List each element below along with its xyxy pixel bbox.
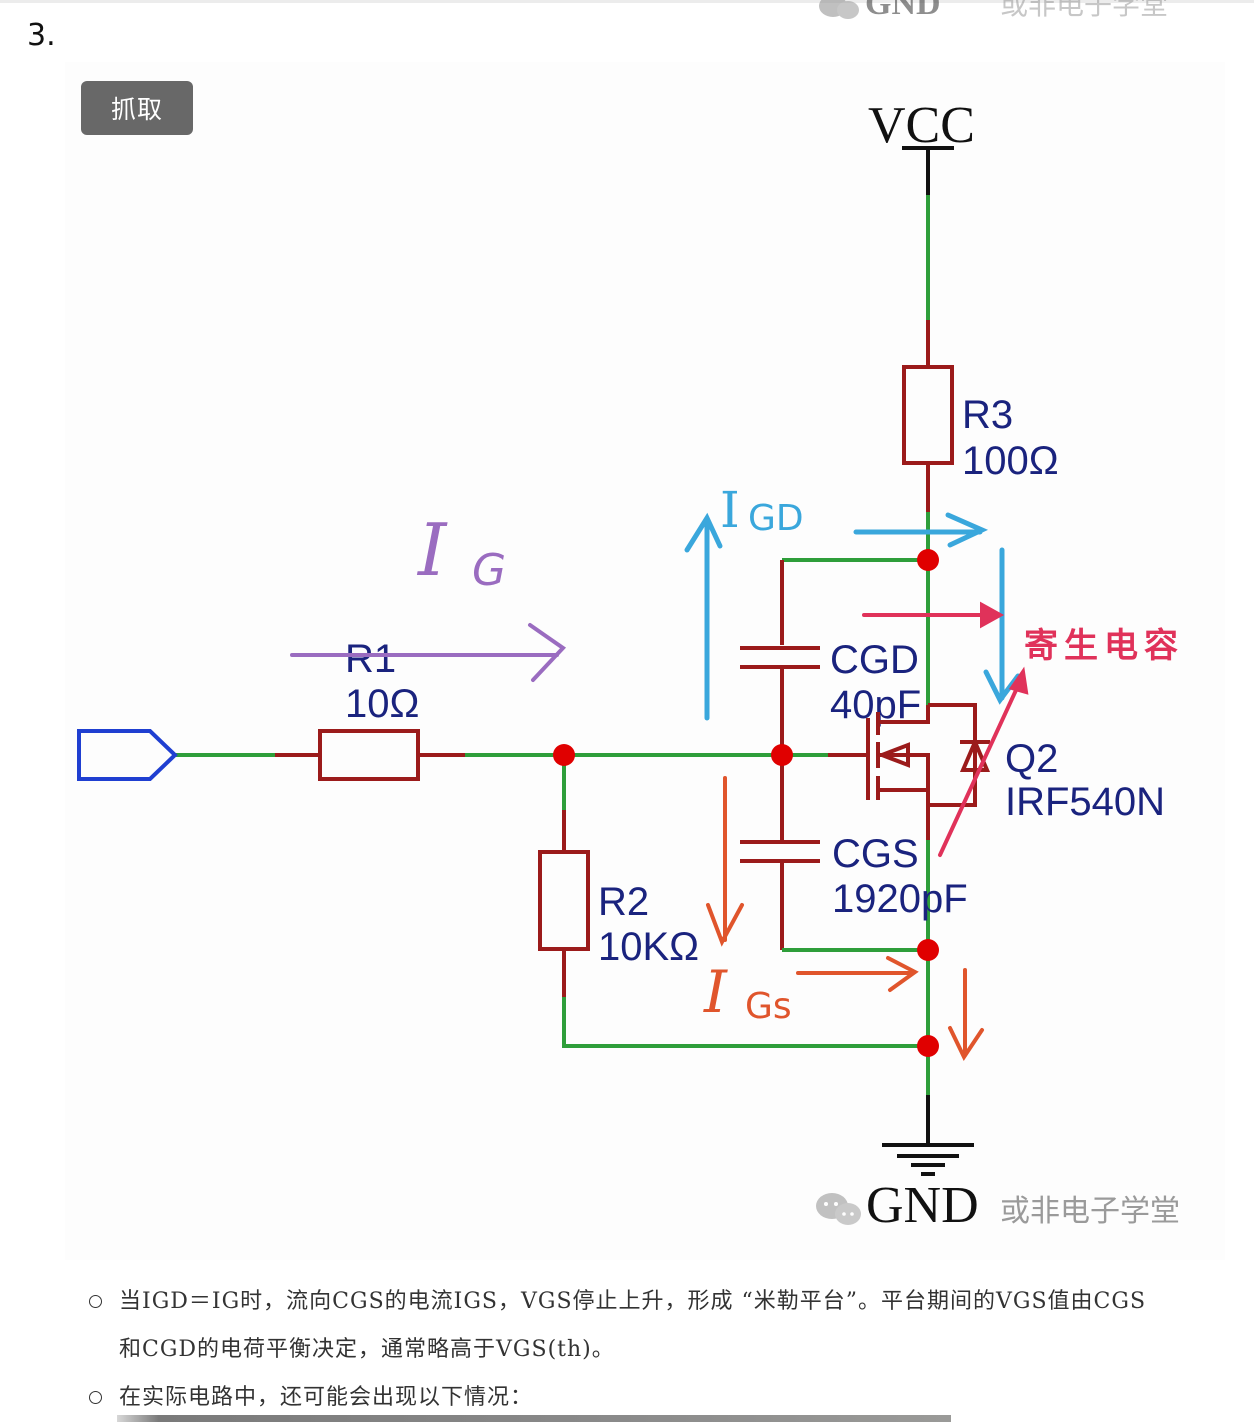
- gnd-label: GND: [866, 1177, 979, 1234]
- parasitic-label: 寄生电容: [1024, 626, 1184, 666]
- node-cgs-source: [917, 939, 939, 961]
- list-number: 3.: [27, 18, 56, 53]
- resistor-r2: [538, 850, 590, 951]
- r2-value: 10KΩ: [598, 925, 699, 969]
- wechat-icon: [819, 0, 859, 19]
- watermark-top-text: 或非电子学堂: [1000, 0, 1168, 21]
- schematic-figure: [65, 62, 1225, 1260]
- wire-r2-source: [562, 997, 928, 1048]
- input-port: [77, 729, 178, 781]
- ig-arrow-head: [528, 623, 567, 682]
- q2-part: IRF540N: [1005, 780, 1165, 824]
- list-item-line1: 在实际电路中，还可能会出现以下情况：: [119, 1385, 534, 1410]
- r3-name: R3: [962, 393, 1013, 437]
- parasitic-diagonal-line: [938, 673, 1025, 857]
- node-gate: [771, 744, 793, 766]
- r2-name: R2: [598, 880, 649, 924]
- mosfet-q2: [828, 703, 991, 807]
- bullet-list: 当IGD＝IG时，流向CGS的电流IGS，VGS停止上升，形成 “米勒平台”。平…: [84, 1278, 1244, 1422]
- grab-button[interactable]: 抓取: [81, 81, 193, 135]
- list-item-line1: 当IGD＝IG时，流向CGS的电流IGS，VGS停止上升，形成 “米勒平台”。平…: [119, 1289, 1147, 1314]
- watermark-top-gnd: GND: [865, 0, 941, 22]
- list-item: 当IGD＝IG时，流向CGS的电流IGS，VGS停止上升，形成 “米勒平台”。平…: [84, 1278, 1244, 1374]
- bullet-icon: [89, 1295, 102, 1308]
- circuit-schematic: GND 或非电子学堂 VCC R3 100Ω CGD 40pF Q2 IRF54…: [77, 0, 1184, 1234]
- r1-name: R1: [345, 637, 396, 681]
- wechat-icon: [816, 1193, 861, 1225]
- list-item: 在实际电路中，还可能会出现以下情况：: [84, 1374, 1244, 1422]
- cgd-name: CGD: [830, 638, 919, 682]
- node-drain: [917, 549, 939, 571]
- igs-label-main: I: [703, 958, 728, 1026]
- resistor-r3: [902, 365, 954, 465]
- igs-source-arrow-head: [948, 1026, 984, 1062]
- cgs-name: CGS: [832, 832, 919, 876]
- watermark-top: GND 或非电子学堂: [819, 0, 1168, 22]
- igs-down-arrow-head: [706, 903, 744, 947]
- node-r2-gate: [553, 744, 575, 766]
- igs-label-sub: Gs: [745, 986, 792, 1027]
- watermark-bottom: 或非电子学堂: [816, 1193, 1180, 1229]
- q2-name: Q2: [1005, 737, 1058, 781]
- parasitic-arrow-head: [980, 601, 1005, 629]
- next-image-preview: [117, 1415, 951, 1422]
- igd-down-arrow-head: [983, 669, 1021, 705]
- junction-nodes: [553, 549, 939, 1057]
- igs-annotation: [706, 776, 984, 1062]
- ig-label-main: I: [416, 508, 448, 592]
- ig-annotation: [290, 623, 567, 682]
- r1-value: 10Ω: [345, 682, 419, 726]
- ig-label-sub: G: [472, 545, 506, 596]
- parasitic-annotation: [862, 601, 1029, 857]
- watermark-bottom-text: 或非电子学堂: [1000, 1194, 1180, 1229]
- resistor-r1: [318, 729, 420, 781]
- r3-value: 100Ω: [962, 439, 1059, 483]
- cgs-value: 1920pF: [832, 877, 968, 921]
- igd-right-arrow-head: [945, 512, 989, 548]
- parasitic-diagonal-head: [1008, 666, 1029, 695]
- bullet-icon: [89, 1391, 102, 1404]
- top-divider: [0, 0, 1254, 3]
- list-item-line2: 和CGD的电荷平衡决定，通常略高于VGS(th)。: [119, 1337, 615, 1362]
- igd-up-arrow-head: [684, 512, 723, 553]
- igd-label-sub: GD: [748, 498, 804, 539]
- igd-annotation: [684, 512, 1021, 721]
- igs-right-arrow-head: [886, 956, 919, 992]
- node-source: [917, 1035, 939, 1057]
- ground-icon: [882, 1143, 974, 1176]
- igd-label-main: I: [720, 481, 740, 539]
- vcc-label: VCC: [868, 97, 975, 154]
- cgd-value: 40pF: [830, 683, 921, 727]
